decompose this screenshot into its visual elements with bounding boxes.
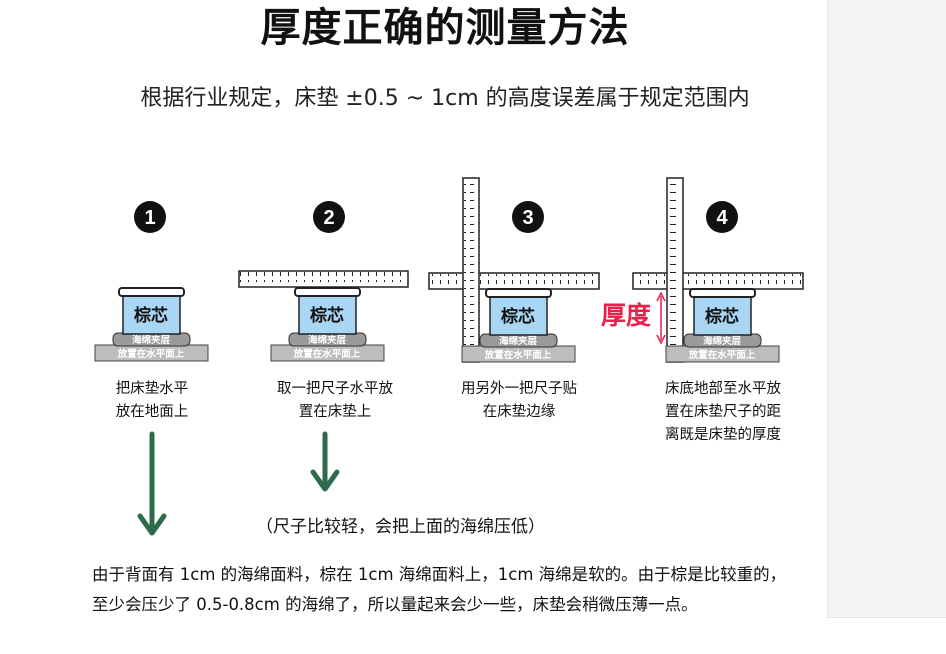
caption-line: 置在床垫上 xyxy=(298,404,372,420)
caption-line: 放在地面上 xyxy=(115,404,189,420)
core-label: 棕芯 xyxy=(134,305,168,326)
thickness-label: 厚度 xyxy=(601,301,651,330)
core-label: 棕芯 xyxy=(501,306,535,327)
step-4-badge: 4 xyxy=(706,201,738,233)
core-label: 棕芯 xyxy=(310,305,344,326)
step-3-vertical-ruler xyxy=(462,177,480,363)
step-4-number: 4 xyxy=(716,207,728,229)
page-subtitle: 根据行业规定，床垫 ±0.5 ~ 1cm 的高度误差属于规定范围内 xyxy=(140,86,750,111)
caption-line: 把床垫水平 xyxy=(115,381,189,397)
caption-line: 置在床垫尺子的距 xyxy=(665,404,781,420)
mattress-stack-1: 放置在水平面上 海绵夹层 棕芯 xyxy=(94,287,209,362)
floor-label: 放置在水平面上 xyxy=(117,348,185,360)
floor-label: 放置在水平面上 xyxy=(293,348,361,360)
sponge-label: 海绵夹层 xyxy=(132,334,171,346)
long-down-arrow xyxy=(137,431,167,536)
sponge-label: 海绵夹层 xyxy=(499,335,538,347)
mattress-stack-4: 放置在水平面上 海绵夹层 棕芯 xyxy=(665,288,780,363)
floor-label: 放置在水平面上 xyxy=(688,349,756,361)
mattress-stack-3: 放置在水平面上 海绵夹层 棕芯 xyxy=(461,288,576,363)
sponge-label: 海绵夹层 xyxy=(308,334,347,346)
page-title: 厚度正确的测量方法 xyxy=(260,5,630,51)
caption-line: 用另外一把尺子贴 xyxy=(461,381,577,397)
ruler-note: （尺子比较轻，会把上面的海绵压低） xyxy=(256,517,545,537)
right-side-panel xyxy=(827,0,946,618)
step-2-horizontal-ruler xyxy=(238,270,409,288)
step-1-badge: 1 xyxy=(134,201,166,233)
arrow-down-icon xyxy=(656,334,666,345)
thickness-indicator: 厚度 xyxy=(601,291,666,345)
caption-line: 床底地部至水平放 xyxy=(665,381,781,397)
sponge-label: 海绵夹层 xyxy=(703,335,742,347)
step-4-caption: 床底地部至水平放 置在床垫尺子的距 离既是床垫的厚度 xyxy=(650,378,796,447)
short-down-arrow xyxy=(310,431,340,492)
caption-line: 取一把尺子水平放 xyxy=(277,381,393,397)
step-4-vertical-ruler xyxy=(666,177,684,363)
step-3-caption: 用另外一把尺子贴 在床垫边缘 xyxy=(446,378,592,424)
footer-paragraph-line-1: 由于背面有 1cm 的海绵面料，棕在 1cm 海绵面料上，1cm 海绵是软的。由… xyxy=(92,565,787,584)
step-2-caption: 取一把尺子水平放 置在床垫上 xyxy=(262,378,408,424)
arrow-up-icon xyxy=(656,291,666,302)
step-3-horizontal-ruler xyxy=(428,272,600,290)
floor-label: 放置在水平面上 xyxy=(484,349,552,361)
step-2-badge: 2 xyxy=(313,201,345,233)
step-1-number: 1 xyxy=(144,207,155,229)
mattress-stack-2: 放置在水平面上 海绵夹层 棕芯 xyxy=(270,287,385,362)
step-1-caption: 把床垫水平 放在地面上 xyxy=(92,378,212,424)
step-2-number: 2 xyxy=(323,207,334,229)
caption-line: 在床垫边缘 xyxy=(482,404,556,420)
footer-paragraph-line-2: 至少会压少了 0.5-0.8cm 的海绵了，所以量起来会少一些，床垫会稍微压薄一… xyxy=(92,595,698,614)
step-3-number: 3 xyxy=(522,207,533,229)
core-label: 棕芯 xyxy=(705,306,739,327)
step-3-badge: 3 xyxy=(512,201,544,233)
step-4-horizontal-ruler xyxy=(632,272,804,290)
caption-line: 离既是床垫的厚度 xyxy=(665,427,781,443)
